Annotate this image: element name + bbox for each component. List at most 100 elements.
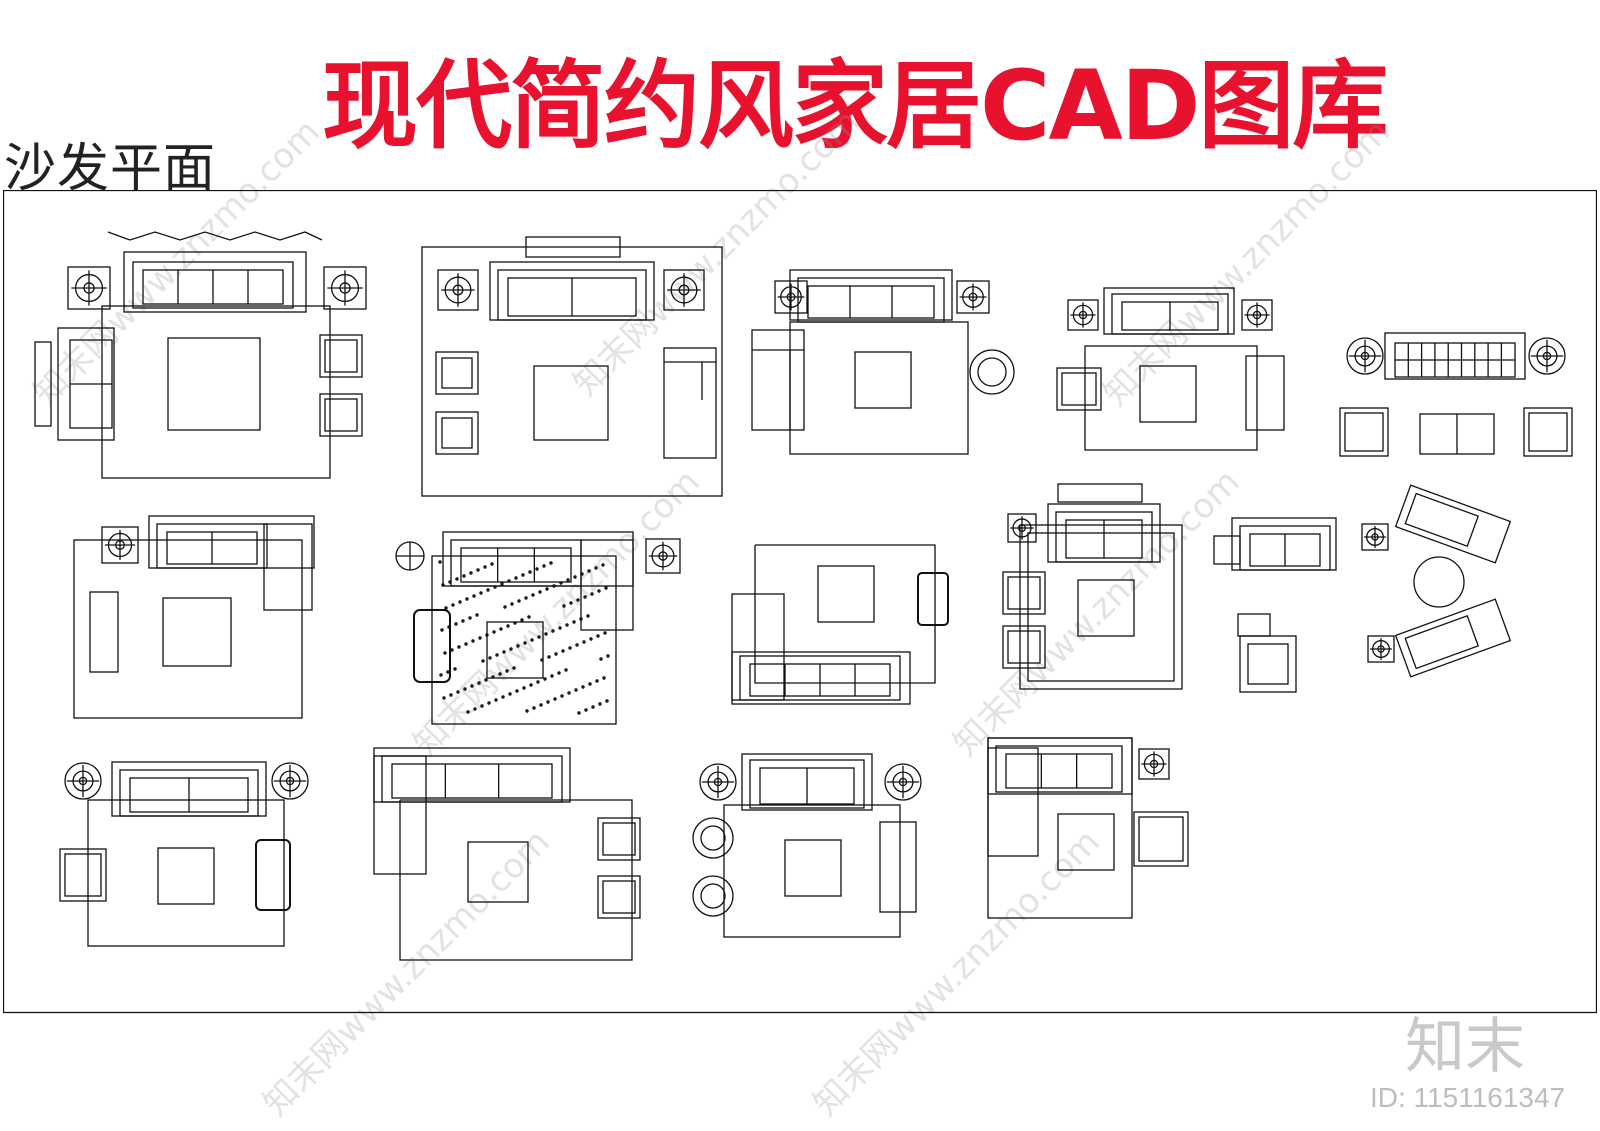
armchair-seat <box>441 417 473 449</box>
round-chair <box>692 875 734 917</box>
sofa-seat <box>1005 753 1113 789</box>
sofa-back <box>123 251 307 313</box>
rug-texture-dot <box>458 600 462 604</box>
console <box>89 591 119 673</box>
rug-texture-dot <box>542 564 546 568</box>
side-table <box>1237 613 1271 637</box>
round-chair <box>692 817 734 859</box>
rug-texture-dot <box>535 567 539 571</box>
sofa-plan-drawings <box>34 231 1573 961</box>
rug-texture-dot <box>451 603 455 607</box>
coffee-table <box>854 351 912 409</box>
side-table <box>1367 635 1395 663</box>
side-table <box>437 269 479 311</box>
rug-texture-dot <box>523 641 527 645</box>
armchair <box>319 334 363 378</box>
section-label: 沙发平面 <box>4 139 217 199</box>
chaise <box>663 347 717 459</box>
sofa-3-seat <box>381 755 563 803</box>
rug-texture-dot <box>442 696 446 700</box>
rug <box>101 305 331 479</box>
rug-texture-dot <box>503 605 507 609</box>
armchair-seat <box>1007 576 1041 610</box>
rug-texture-dot <box>550 674 554 678</box>
sofa-2-seat <box>156 523 268 569</box>
rug-texture-dot <box>575 643 579 647</box>
rug-texture-dot <box>589 637 593 641</box>
rug-texture-dot <box>479 591 483 595</box>
armchair-seat <box>602 822 636 856</box>
rug-texture-dot <box>471 639 475 643</box>
rug-texture-dot <box>502 650 506 654</box>
sofa-back <box>741 753 873 811</box>
side-table <box>1067 299 1099 331</box>
side-table <box>956 280 990 314</box>
rug-texture-dot <box>596 634 600 638</box>
round-chair <box>969 349 1015 395</box>
rug-texture-dot <box>462 574 466 578</box>
rug-texture-dot <box>501 695 505 699</box>
rug-texture-dot <box>590 592 594 596</box>
side-table <box>101 526 139 564</box>
rug <box>73 539 303 719</box>
rug-texture-dot <box>505 669 509 673</box>
coffee-table <box>486 621 544 679</box>
lamp-icon <box>1346 337 1384 375</box>
sofa-seat <box>460 547 572 583</box>
sofa-2-seat <box>1111 293 1229 335</box>
rug-texture-dot <box>461 619 465 623</box>
side-table <box>1138 748 1170 780</box>
rug <box>431 555 617 725</box>
rug-texture-dot <box>539 703 543 707</box>
sofa-2-seat <box>1055 511 1153 563</box>
rug-texture-dot <box>515 689 519 693</box>
rug-texture-dot <box>602 676 606 680</box>
sofa-3-seat <box>995 745 1123 793</box>
rug-texture-dot <box>487 701 491 705</box>
rug-texture-dot <box>444 606 448 610</box>
rug <box>789 321 969 455</box>
rug-texture-dot <box>520 618 524 622</box>
side-table <box>1007 513 1037 543</box>
side-table <box>663 269 705 311</box>
rug-texture-dot <box>488 656 492 660</box>
watermark-logo: 知末 <box>1405 1012 1525 1082</box>
console <box>1245 355 1285 431</box>
armchair-seat <box>324 398 358 432</box>
rug-texture-dot <box>484 678 488 682</box>
rug-texture-dot <box>472 594 476 598</box>
rug-texture-dot <box>569 601 573 605</box>
round-chair-seat <box>700 825 726 851</box>
armchair <box>1523 407 1573 457</box>
rug-texture-dot <box>544 632 548 636</box>
rug-texture-dot <box>466 710 470 714</box>
round-chair-seat <box>977 357 1007 387</box>
rug-texture-dot <box>567 691 571 695</box>
tv-console <box>525 236 621 258</box>
armchair-seat <box>1138 816 1184 862</box>
rug-texture-dot <box>546 700 550 704</box>
rug-texture-dot <box>581 685 585 689</box>
sofa-back <box>1384 332 1526 380</box>
sofa-3-seat <box>797 277 945 323</box>
rug-texture-dot <box>457 645 461 649</box>
rug-texture-dot <box>500 582 504 586</box>
armchair-seat <box>324 339 358 373</box>
ottoman <box>413 609 451 683</box>
rug-texture-dot <box>440 628 444 632</box>
side-table <box>1361 523 1389 551</box>
coffee-table <box>533 365 609 441</box>
rug-texture-dot <box>512 666 516 670</box>
rug-texture-dot <box>549 561 553 565</box>
ottoman <box>255 839 291 911</box>
sofa-chaise <box>263 523 313 611</box>
rug-texture-dot <box>573 575 577 579</box>
lounge-chair <box>1394 484 1512 564</box>
rug-texture-dot <box>470 684 474 688</box>
console <box>34 341 52 427</box>
armchair <box>319 393 363 437</box>
rug-texture-dot <box>465 597 469 601</box>
rug-texture-dot <box>498 672 502 676</box>
lamp-icon <box>699 763 737 801</box>
rug-texture-dot <box>438 560 442 564</box>
